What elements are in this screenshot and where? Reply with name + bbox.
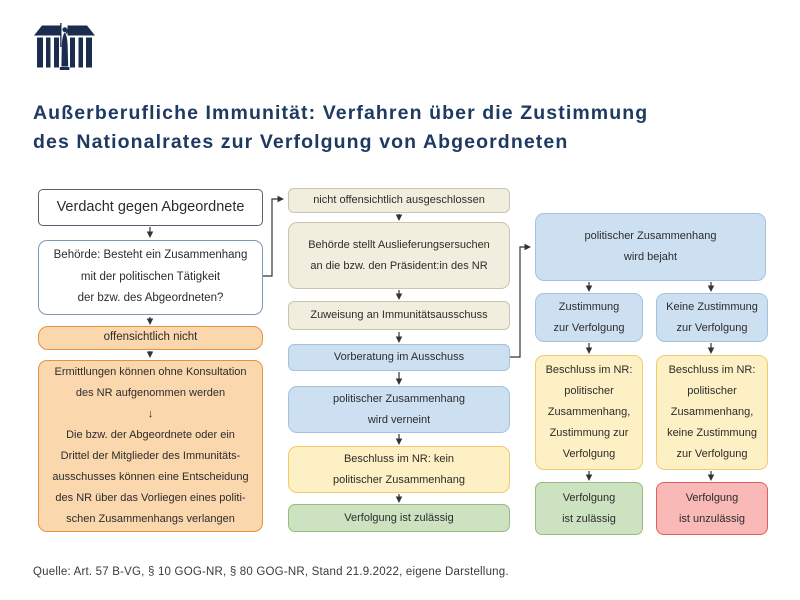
parliament-logo-icon (34, 23, 95, 70)
arrow-vorberatung-to-bejaht (510, 243, 531, 358)
box-verfolgung-zulaessig-mitte: Verfolgung ist zulässig (288, 504, 510, 532)
page-title: Außerberufliche Immunität: Verfahren übe… (33, 102, 649, 154)
box-zuweisung-immunitaetsausschuss: Zuweisung an Immunitätsausschuss (288, 301, 510, 330)
box-beschluss-keine-zustimmung: Beschluss im NR: politischer Zusammenhan… (656, 355, 768, 470)
box-zustimmung-zur-verfolgung: Zustimmung zur Verfolgung (535, 293, 643, 342)
box-nicht-offensichtlich-ausgeschlossen: nicht offensichtlich ausgeschlossen (288, 188, 510, 213)
box-beschluss-zustimmung: Beschluss im NR: politischer Zusammenhan… (535, 355, 643, 470)
source-note: Quelle: Art. 57 B-VG, § 10 GOG-NR, § 80 … (33, 566, 509, 578)
box-ermittlungen-ohne-konsultation: Ermittlungen können ohne Konsultation de… (38, 360, 263, 532)
box-verfolgung-zulaessig-rechts: Verfolgung ist zulässig (535, 482, 643, 535)
box-offensichtlich-nicht: offensichtlich nicht (38, 326, 263, 350)
box-zusammenhang-verneint: politischer Zusammenhang wird verneint (288, 386, 510, 433)
box-vorberatung-im-ausschuss: Vorberatung im Ausschuss (288, 344, 510, 371)
box-auslieferungsersuchen: Behörde stellt Auslieferungsersuchen an … (288, 222, 510, 289)
box-behoerde-zusammenhang-frage: Behörde: Besteht ein Zusammenhang mit de… (38, 240, 263, 315)
arrow-frage-to-nicht-ausgeschlossen (263, 195, 284, 277)
box-zusammenhang-bejaht: politischer Zusammenhang wird bejaht (535, 213, 766, 281)
box-verfolgung-unzulaessig: Verfolgung ist unzulässig (656, 482, 768, 535)
box-keine-zustimmung-zur-verfolgung: Keine Zustimmung zur Verfolgung (656, 293, 768, 342)
box-beschluss-kein-zusammenhang: Beschluss im NR: kein politischer Zusamm… (288, 446, 510, 493)
box-verdacht-gegen-abgeordnete: Verdacht gegen Abgeordnete (38, 189, 263, 226)
